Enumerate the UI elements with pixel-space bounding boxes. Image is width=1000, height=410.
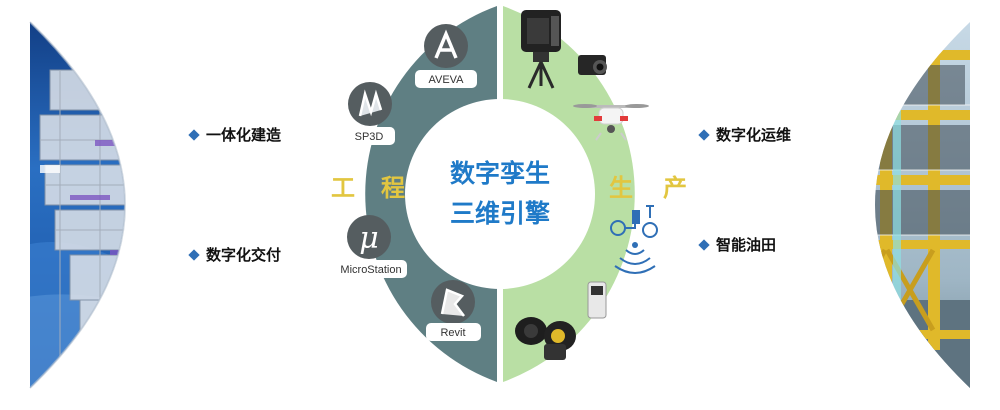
label-integrated-construction: 一体化建造 — [188, 124, 281, 145]
handheld-device-icon — [587, 281, 607, 319]
revit-logo-icon — [440, 288, 465, 317]
tool-label-sp3d: SP3D — [355, 131, 384, 143]
tool-label-microstation: MicroStation — [340, 264, 401, 276]
laser-scanner-icon — [521, 10, 561, 89]
production-label-char1: 生 — [609, 174, 633, 202]
diamond-bullet-icon — [698, 238, 710, 251]
microstation-logo-icon: μ — [359, 221, 379, 256]
core-title-line2: 三维引擎 — [450, 199, 550, 228]
drone-icon — [573, 104, 649, 141]
engineering-label-char2: 程 — [381, 174, 405, 202]
aveva-logo-icon — [434, 29, 458, 59]
camera-icon — [578, 55, 607, 75]
engineering-label-char1: 工 — [331, 174, 355, 202]
right-platform-photo-image — [875, 22, 970, 388]
tool-label-revit: Revit — [440, 327, 465, 339]
left-platform-model-image — [29, 21, 126, 389]
sp3d-logo-icon — [358, 89, 383, 117]
core-title-line1: 数字孪生 — [450, 159, 550, 188]
tool-microstation: μ MicroStation — [335, 215, 407, 278]
tool-sp3d: SP3D — [343, 82, 395, 145]
tool-revit: Revit — [426, 280, 481, 341]
production-label-char2: 产 — [663, 174, 687, 202]
tool-label-aveva: AVEVA — [428, 74, 464, 86]
sensor-icon — [610, 205, 658, 274]
tool-aveva: AVEVA — [415, 24, 477, 88]
diamond-bullet-icon — [188, 128, 200, 141]
label-digital-delivery: 数字化交付 — [188, 244, 281, 265]
label-smart-oilfield: 智能油田 — [698, 234, 776, 255]
binocular-camera-icon — [515, 317, 576, 360]
core-circle — [405, 99, 595, 289]
diamond-bullet-icon — [698, 128, 710, 141]
label-digital-operation: 数字化运维 — [698, 124, 791, 145]
diamond-bullet-icon — [188, 248, 200, 261]
